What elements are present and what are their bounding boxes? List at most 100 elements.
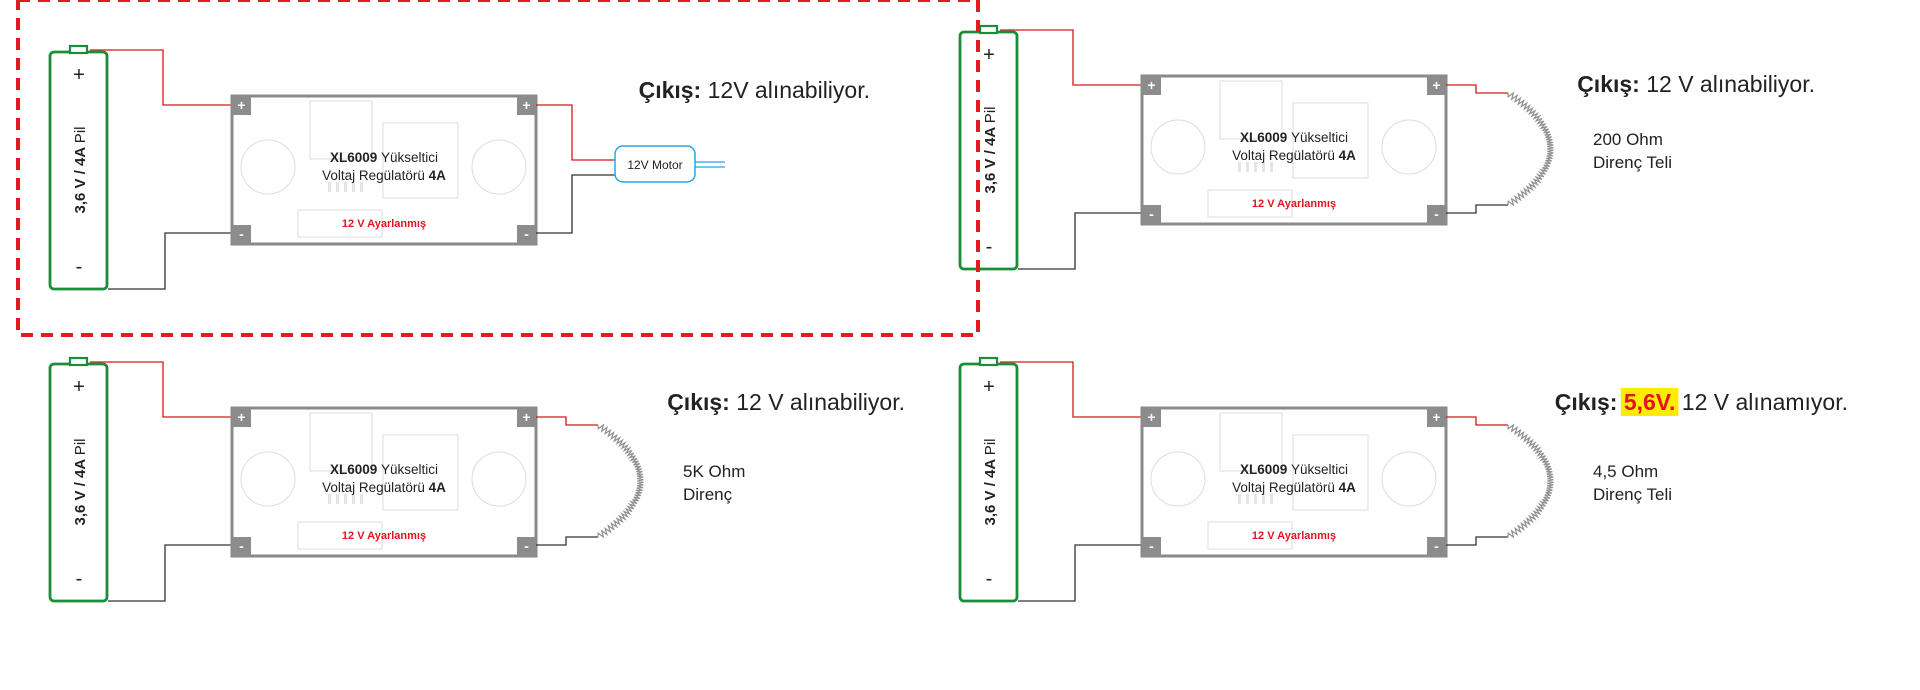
result-prefix: Çıkış: — [1577, 71, 1646, 97]
potentiometer-outline — [297, 209, 383, 238]
board-terminal — [232, 537, 251, 556]
negative-wire — [1018, 544, 1150, 602]
terminal-minus-sign: - — [239, 226, 244, 242]
output-negative-wire — [1446, 536, 1508, 546]
capacitor-left — [240, 139, 296, 195]
battery-label: 3,6 V / 4A Pil — [72, 127, 89, 214]
board-title: XL6009 Yükseltici — [1240, 462, 1348, 477]
battery-plus-sign: + — [983, 44, 995, 66]
result-text: Çıkış: 12 V alınabiliyor. — [667, 389, 905, 415]
board-current: 4A — [1339, 148, 1357, 163]
chip-outline — [1292, 102, 1369, 179]
board-terminal — [517, 96, 536, 115]
board-terminal — [232, 408, 251, 427]
calibration-label: 12 V Ayarlanmış — [342, 530, 426, 542]
chip-pin — [1254, 162, 1257, 172]
result-prefix: Çıkış: — [639, 77, 708, 103]
result-text: Çıkış: 12 V alınabiliyor. — [1577, 71, 1815, 97]
battery-plus-sign: + — [983, 376, 995, 398]
output-positive-wire — [536, 416, 598, 426]
capacitor-right — [1381, 451, 1437, 507]
battery-spec: 3,6 V / 4A — [982, 455, 999, 525]
terminal-plus-sign: + — [237, 409, 245, 425]
battery-cap — [68, 44, 89, 55]
board-subtitle: Voltaj Regülatörü 4A — [1232, 480, 1356, 495]
terminal-minus-sign: - — [239, 538, 244, 554]
positive-wire — [1000, 361, 1150, 418]
result-suffix: 12 V alınabiliyor. — [1646, 71, 1815, 97]
board-type: Yükseltici — [1291, 462, 1348, 477]
resistance-wire — [1507, 423, 1554, 539]
terminal-plus-sign: + — [522, 409, 530, 425]
terminal-minus-sign: - — [1434, 538, 1439, 554]
calibration-label: 12 V Ayarlanmış — [1252, 198, 1336, 210]
result-suffix: 12V alınabiliyor. — [708, 77, 870, 103]
battery-spec: 3,6 V / 4A — [72, 455, 89, 525]
chip-pin — [1262, 162, 1265, 172]
result-text: Çıkış: 5,6V. 12 V alınamıyor. — [1555, 389, 1848, 415]
positive-wire — [90, 49, 240, 106]
battery-type: Pil — [982, 107, 999, 124]
board-terminal — [517, 225, 536, 244]
inductor-outline — [1219, 412, 1283, 472]
chip-pin — [352, 182, 355, 192]
circuit-panel-3: +-3,6 V / 4A Pil++--XL6009 YükselticiVol… — [48, 356, 905, 603]
chip-pin — [1246, 162, 1249, 172]
board-terminal — [1142, 76, 1161, 95]
terminal-minus-sign: - — [524, 226, 529, 242]
inductor-outline — [309, 412, 373, 472]
board-model: XL6009 — [1240, 462, 1291, 477]
board-line2: Voltaj Regülatörü — [1232, 148, 1339, 163]
result-highlight — [1620, 388, 1679, 416]
board-type: Yükseltici — [1291, 130, 1348, 145]
battery-type: Pil — [72, 127, 89, 144]
load-label-line2: Direnç — [683, 485, 733, 504]
terminal-plus-sign: + — [237, 97, 245, 113]
chip-pin — [352, 494, 355, 504]
board-model: XL6009 — [1240, 130, 1291, 145]
chip-pin — [336, 494, 339, 504]
load-label-line1: 5K Ohm — [683, 462, 745, 481]
result-text: Çıkış: 12V alınabiliyor. — [639, 77, 870, 103]
battery-type: Pil — [72, 439, 89, 456]
board-terminal — [232, 225, 251, 244]
board-model: XL6009 — [330, 462, 381, 477]
board-terminal — [517, 537, 536, 556]
motor-body — [614, 145, 696, 183]
chip-pin — [328, 494, 331, 504]
board-terminal — [1427, 537, 1446, 556]
battery-cap — [68, 356, 89, 367]
circuit-panel-4: +-3,6 V / 4A Pil++--XL6009 YükselticiVol… — [958, 356, 1848, 603]
battery-type: Pil — [982, 439, 999, 456]
board-line2: Voltaj Regülatörü — [1232, 480, 1339, 495]
output-negative-wire — [536, 536, 598, 546]
terminal-plus-sign: + — [1147, 409, 1155, 425]
battery-plus-sign: + — [73, 64, 85, 86]
chip-pin — [1254, 494, 1257, 504]
capacitor-left — [1150, 451, 1206, 507]
battery-spec: 3,6 V / 4A — [982, 123, 999, 193]
inductor-outline — [309, 100, 373, 160]
result-prefix: Çıkış: — [667, 389, 736, 415]
board-terminal — [1427, 205, 1446, 224]
board-line2: Voltaj Regülatörü — [322, 168, 429, 183]
battery-minus-sign: - — [986, 568, 993, 590]
output-negative-wire — [1446, 204, 1508, 214]
resistance-wire — [1507, 91, 1554, 207]
result-suffix: 12 V alınabiliyor. — [736, 389, 905, 415]
chip-pin — [1246, 494, 1249, 504]
board-terminal — [1427, 76, 1446, 95]
board-current: 4A — [429, 480, 447, 495]
terminal-plus-sign: + — [1432, 77, 1440, 93]
battery-minus-sign: - — [76, 256, 83, 278]
board-current: 4A — [1339, 480, 1357, 495]
output-positive-wire — [1446, 416, 1508, 426]
capacitor-right — [1381, 119, 1437, 175]
inductor-outline — [1219, 80, 1283, 140]
chip-pin — [1270, 494, 1273, 504]
board-terminal — [232, 96, 251, 115]
capacitor-right — [471, 451, 527, 507]
board-type: Yükseltici — [381, 150, 438, 165]
result-value: 5,6V. — [1624, 389, 1676, 415]
